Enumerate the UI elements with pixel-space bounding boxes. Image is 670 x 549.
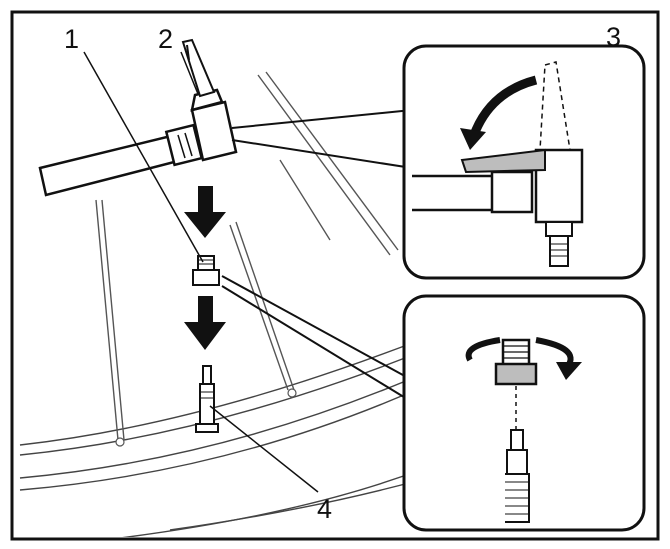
callout-number-1: 1 bbox=[64, 24, 79, 54]
down-arrow-lower bbox=[184, 296, 226, 350]
valve-stem bbox=[195, 365, 219, 433]
wheel-background bbox=[19, 71, 421, 537]
inset-lever-detail bbox=[402, 44, 646, 280]
callout-number-2: 2 bbox=[158, 24, 173, 54]
pump-lever bbox=[181, 38, 216, 98]
pump-hose bbox=[38, 123, 204, 197]
down-arrow-upper bbox=[184, 186, 226, 238]
callout-connectors bbox=[221, 109, 413, 403]
callout-number-3: 3 bbox=[606, 22, 621, 52]
inset-cap-detail bbox=[402, 294, 646, 532]
callout-number-4: 4 bbox=[317, 494, 332, 524]
